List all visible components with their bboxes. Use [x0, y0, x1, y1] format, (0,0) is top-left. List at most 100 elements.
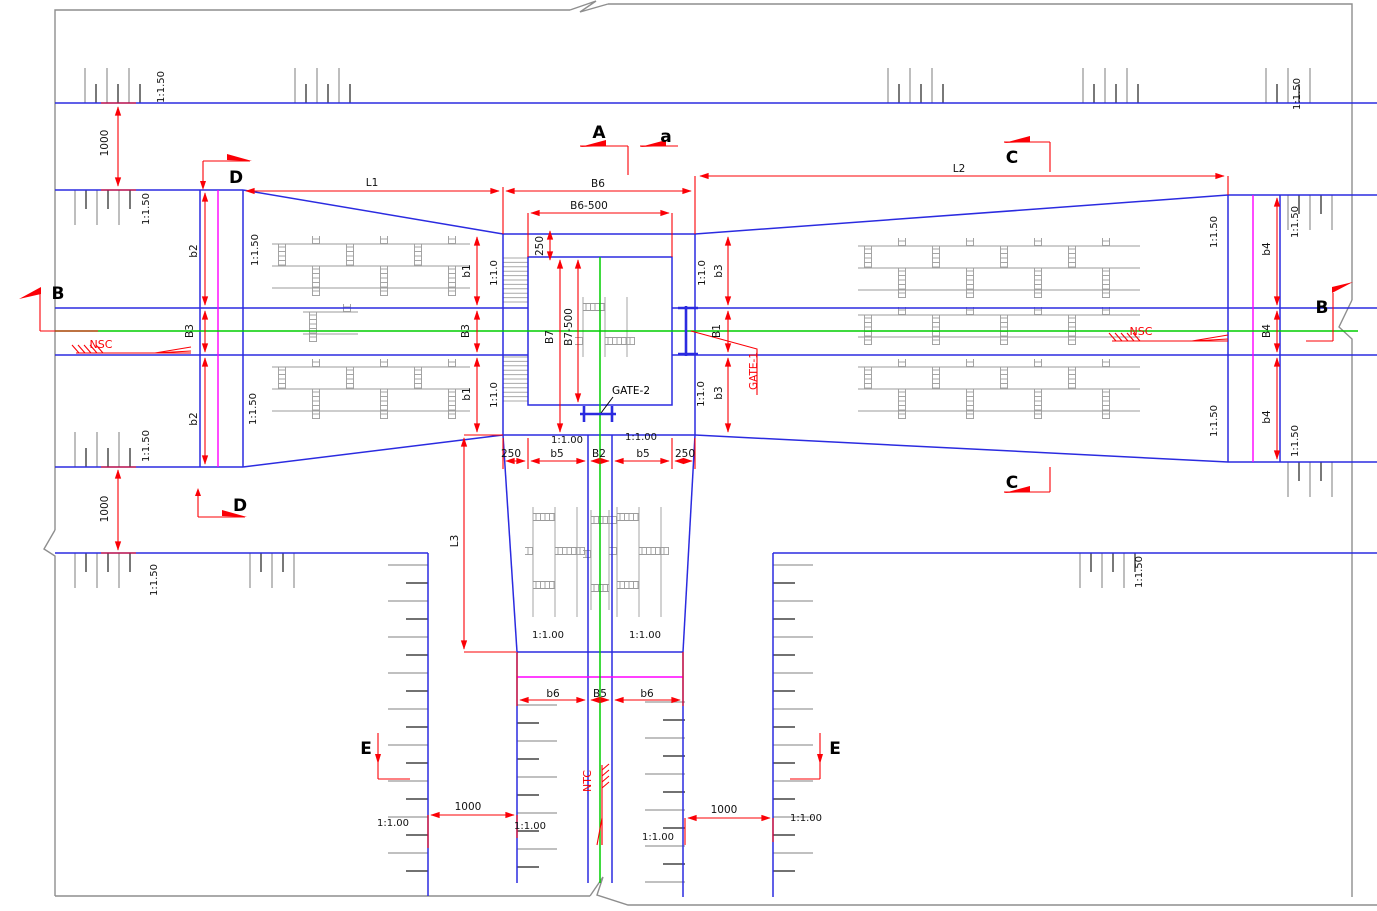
slope-5: 1:1.50 — [141, 430, 152, 462]
pitching-block — [858, 359, 1140, 419]
dim-bb2: B2 — [592, 448, 606, 460]
section-b-right-marker — [1306, 282, 1353, 342]
slope-12: 1:1.50 — [1134, 556, 1145, 588]
pitching-block — [858, 238, 1140, 298]
slope-14: 1:1.0 — [489, 382, 500, 408]
slope-7: 1:1.50 — [1209, 216, 1220, 248]
slope-21: 1:1.00 — [377, 818, 409, 829]
slope-23: 1:1.00 — [642, 832, 674, 843]
dim-250-top: 250 — [534, 236, 546, 256]
stair-hatch-strips — [503, 257, 528, 402]
slope-1: 1:1.50 — [156, 71, 167, 103]
dim-1000-tl: 1000 — [99, 130, 111, 157]
slope-18: 1:1.00 — [625, 432, 657, 443]
gate-leaders — [600, 330, 758, 414]
dim-l1: L1 — [366, 177, 379, 189]
pitching-block — [272, 359, 470, 419]
slope-tick-hatching — [74, 68, 1333, 883]
section-e-right-marker — [790, 733, 823, 780]
gate1-label: GATE-1 — [748, 352, 760, 390]
stair-strip — [503, 257, 528, 303]
section-c-top-marker — [1004, 136, 1051, 172]
section-b-left-marker — [19, 287, 98, 332]
pitching-block — [575, 297, 635, 357]
pitching-block — [525, 507, 585, 617]
section-a-marker — [580, 140, 678, 175]
dim-b1-lower: b1 — [461, 387, 473, 400]
slope-4: 1:1.50 — [248, 393, 259, 425]
pitching-block — [609, 507, 669, 617]
dim-b5-l: b5 — [550, 448, 563, 460]
section-d-top-marker — [200, 154, 252, 190]
section-d-bottom-marker — [195, 488, 247, 518]
dim-b7: B7 — [544, 330, 556, 344]
gate1-symbol — [678, 306, 698, 356]
stone-pitching-pattern — [272, 236, 1140, 617]
marker-d-bottom: D — [233, 496, 247, 516]
flow-symbols — [71, 332, 1229, 846]
dim-b6-low-l: b6 — [546, 688, 560, 700]
dim-1000-lowr: 1000 — [711, 804, 738, 816]
slope-17: 1:1.00 — [551, 435, 583, 446]
slope-3: 1:1.50 — [250, 234, 261, 266]
slope-24: 1:1.00 — [790, 813, 822, 824]
structure-walls — [55, 102, 1377, 897]
section-e-left-marker — [375, 733, 410, 780]
dim-b6-500: B6-500 — [570, 200, 608, 212]
dim-b4-lower: b4 — [1261, 410, 1273, 424]
nsc-left-flow-arrow — [71, 344, 192, 354]
dim-l2: L2 — [953, 163, 966, 175]
flow-nsc-right: NSC — [1130, 325, 1153, 338]
slope-6: 1:1.50 — [149, 564, 160, 596]
dimension-lines — [101, 102, 1281, 848]
slope-20: 1:1.00 — [629, 630, 661, 641]
section-markers — [19, 136, 1353, 780]
dim-b6: B6 — [591, 178, 605, 190]
marker-b-right: B — [1316, 298, 1329, 318]
stair-strip — [503, 356, 528, 402]
dim-b3c: B3 — [460, 324, 472, 338]
dim-b5-r: b5 — [636, 448, 649, 460]
dim-250-l: 250 — [501, 448, 521, 460]
marker-a-lower: a — [660, 127, 671, 147]
dim-b4-upper: b4 — [1261, 242, 1273, 256]
dim-b1-upper: b1 — [461, 264, 473, 277]
marker-a-upper: A — [592, 123, 606, 143]
sheet-border — [43, 0, 1377, 906]
dim-b2-lower: b2 — [188, 412, 200, 425]
slope-11: 1:1.50 — [1290, 425, 1301, 457]
slope-13: 1:1.0 — [489, 260, 500, 286]
dim-b3-upper: b3 — [713, 264, 725, 277]
dim-bb3: B3 — [184, 324, 196, 338]
marker-d-top: D — [229, 168, 243, 188]
slope-16: 1:1.0 — [696, 381, 707, 407]
centerlines — [55, 257, 1358, 883]
slope-2: 1:1.50 — [141, 193, 152, 225]
construction-lines — [217, 190, 1254, 678]
dim-l3: L3 — [449, 535, 461, 548]
section-c-bottom-marker — [1004, 467, 1051, 493]
dim-1000-lowl: 1000 — [455, 801, 482, 813]
dim-b2-upper: b2 — [188, 244, 200, 257]
marker-c-top: C — [1006, 148, 1018, 168]
pitching-block — [272, 236, 470, 296]
dim-bb1: B1 — [711, 324, 723, 338]
dim-bb4: B4 — [1261, 324, 1273, 338]
dim-1000-bl: 1000 — [99, 496, 111, 523]
flow-ntc: NTC — [581, 770, 594, 792]
dim-250-r: 250 — [675, 448, 695, 460]
slope-10: 1:1.50 — [1290, 206, 1301, 238]
marker-e-left: E — [360, 739, 372, 759]
marker-b-left: B — [52, 284, 65, 304]
slope-15: 1:1.0 — [697, 260, 708, 286]
slope-22: 1:1.00 — [514, 821, 546, 832]
gate-symbols — [580, 306, 698, 422]
slope-8: 1:1.50 — [1209, 405, 1220, 437]
pitching-block — [858, 307, 1140, 345]
dim-bb5: B5 — [593, 688, 607, 700]
dim-b3-lower: b3 — [713, 386, 725, 399]
marker-e-right: E — [829, 739, 841, 759]
